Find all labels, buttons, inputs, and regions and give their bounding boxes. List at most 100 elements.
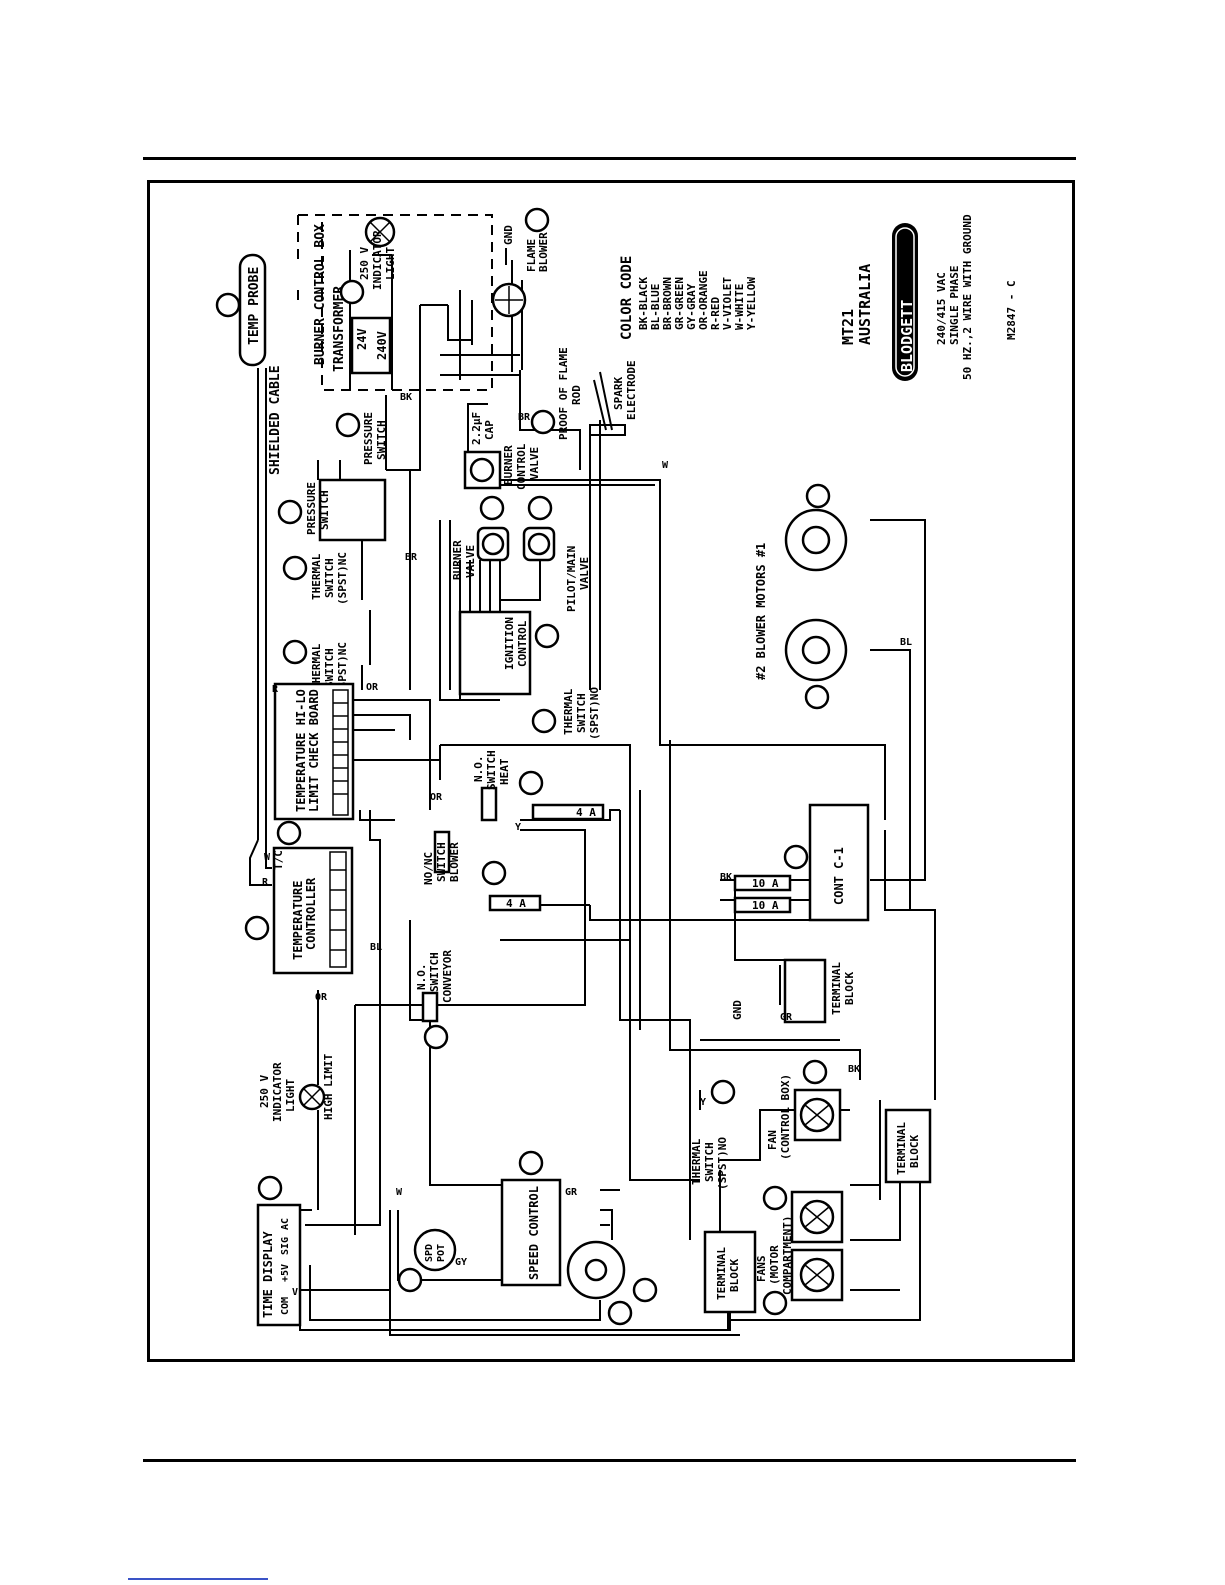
fan-ctrl-2: (CONTROL BOX) (779, 1074, 792, 1160)
cc-1: BL-BLUE (649, 284, 662, 330)
wc-bl-2: BL (900, 637, 912, 648)
top-rule (143, 157, 1076, 160)
thermal-2-3: (SPST)NC (336, 642, 349, 695)
wc-bl-1: BL (370, 942, 382, 953)
flame-blower-1: FLAME (525, 239, 538, 272)
wc-or-2: OR (366, 682, 379, 693)
bottom-rule (143, 1459, 1076, 1462)
cap-1: 2.2µF (470, 412, 483, 445)
tb-a-2: BLOCK (843, 972, 856, 1005)
speed-control: SPEED CONTROL SPD POT (413, 1178, 626, 1300)
spd-pot-2: POT (436, 1244, 447, 1262)
temp-ctrl-1: TEMPERATURE (291, 881, 305, 960)
hi-lo-2: LIMIT CHECK BOARD (307, 689, 321, 812)
pressure-a-1: PRESSURE (305, 482, 318, 535)
thermal-3-3: (SPST)NO (588, 687, 601, 740)
brand-text: BLODGETT (898, 300, 916, 372)
speed-control-label: SPEED CONTROL (527, 1186, 541, 1280)
wc-y-1: Y (700, 1097, 706, 1108)
tb-b-2: BLOCK (908, 1135, 921, 1168)
ind-left-2: INDICATOR (271, 1062, 284, 1122)
indicator-top-2: INDICATOR (371, 230, 384, 290)
wc-y-2: Y (515, 822, 521, 833)
time-display: TIME DISPLAY COM +5V SIG AC (256, 1203, 302, 1327)
fans-mc-3: COMPARTMENT) (781, 1216, 794, 1295)
cc-5: OR-ORANGE (697, 270, 710, 330)
ind-left-3: LIGHT (284, 1079, 297, 1112)
wc-br-1: BR (405, 552, 418, 563)
wc-or-3: OR (430, 792, 443, 803)
burner-valve-2: VALVE (464, 545, 477, 578)
wc-gr-2: GR (780, 1012, 793, 1023)
panel-switches: N.O. SWITCH HEAT NO/NC SWITCH BLOWER N.O… (415, 750, 511, 1023)
blower-sw-2: SWITCH (435, 842, 448, 882)
conveyor-sw-2: SWITCH (428, 952, 441, 992)
thermal-3-1: THERMAL (562, 688, 575, 735)
cc-6: R-RED (709, 297, 722, 330)
cc-2: BR-BROWN (661, 277, 674, 330)
burner-control-box: BURNER CONTROL BOX TRANSFORMER 24V 240V … (313, 216, 550, 375)
pressure-a-2: SWITCH (318, 490, 331, 530)
contactor-label: CONT C-1 (832, 847, 846, 905)
ind-left-1: 250 V (258, 1075, 271, 1108)
thermal-1-2: SWITCH (323, 558, 336, 598)
thermal-2-1: THERMAL (310, 643, 323, 690)
footer-link-underline[interactable] (128, 1578, 268, 1580)
bcv-3: VALVE (528, 447, 541, 480)
blower-motors: #2 BLOWER MOTORS #1 (754, 508, 848, 682)
tb-c-2: BLOCK (728, 1259, 741, 1292)
blower-sw-3: BLOWER (448, 842, 461, 882)
temp-probe-label: TEMP PROBE (247, 267, 262, 345)
wc-bk-1: BK (400, 392, 412, 403)
tb-c-1: TERMINAL (715, 1247, 728, 1300)
temp-ctrl-2: CONTROLLER (304, 877, 318, 950)
hi-lo-1: TEMPERATURE HI-LO (294, 689, 308, 812)
spark-2: ELECTRODE (625, 360, 638, 420)
cc-9: Y-YELLOW (745, 277, 758, 330)
fans-mc-1: FANS (755, 1256, 768, 1283)
conveyor-sw-3: CONVEYOR (441, 950, 454, 1003)
burner-valve-1: BURNER (451, 540, 464, 580)
bcv-1: BURNER (502, 445, 515, 485)
fans-mc-2: (MOTOR (768, 1245, 781, 1285)
spark-1: SPARK (612, 377, 625, 410)
fuse-a: 10 A (752, 877, 779, 890)
wc-gr-1: GR (565, 1187, 578, 1198)
flame-rod-1: PROOF OF FLAME (557, 347, 570, 440)
thermal-1-3: (SPST)NC (336, 552, 349, 605)
v240-label: 240V (375, 331, 389, 360)
thermal-2-2: SWITCH (323, 648, 336, 688)
fan-ctrl-1: FAN (766, 1130, 779, 1150)
td-pin-sig: SIG (280, 1237, 291, 1255)
thermal-4-2: SWITCH (703, 1142, 716, 1182)
model-label: MT21 (839, 309, 857, 345)
pilot-valve-1: PILOT/MAIN (565, 546, 578, 612)
pressure-b-1: PRESSURE (362, 412, 375, 465)
fuse-c: 4 A (576, 806, 596, 819)
blower-sw-1: NO/NC (422, 852, 435, 885)
fans: FAN (CONTROL BOX) FANS (MOTOR COMPARTMEN… (755, 1074, 844, 1302)
wire-network (249, 214, 936, 1336)
power-1: 240/415 VAC (935, 272, 948, 345)
thermal-switches: THERMAL SWITCH (SPST)NC THERMAL SWITCH (… (310, 552, 729, 1190)
fuses: 4 A 4 A 10 A 10 A (488, 803, 792, 914)
indicator-top-1: 250 V (358, 247, 371, 280)
v24-label: 24V (355, 328, 369, 350)
fuse-b: 10 A (752, 899, 779, 912)
thermal-3-2: SWITCH (575, 693, 588, 733)
terminal-block-a: TERMINAL BLOCK GND (731, 958, 856, 1024)
spd-pot-1: SPD (424, 1244, 435, 1262)
blower-motors-label: #2 BLOWER MOTORS #1 (754, 543, 768, 680)
td-pin-ac: AC (280, 1218, 291, 1230)
thermal-4-3: (SPST)NO (716, 1137, 729, 1190)
wc-r-2: R (262, 877, 269, 888)
flame-rod-2: ROD (570, 385, 583, 405)
wc-bk-3: BK (848, 1064, 860, 1075)
gnd-mid: GND (731, 1000, 744, 1020)
transformer-label: TRANSFORMER (332, 286, 347, 372)
wire-code-labels: R W R BL OR OR OR BR BR BK BK BK GR GR G… (262, 392, 912, 1298)
gas-valves: BURNER VALVE PILOT/MAIN VALVE (451, 526, 591, 612)
temperature-controller: TEMPERATURE CONTROLLER T/C (272, 846, 354, 975)
heat-2: SWITCH (485, 750, 498, 790)
